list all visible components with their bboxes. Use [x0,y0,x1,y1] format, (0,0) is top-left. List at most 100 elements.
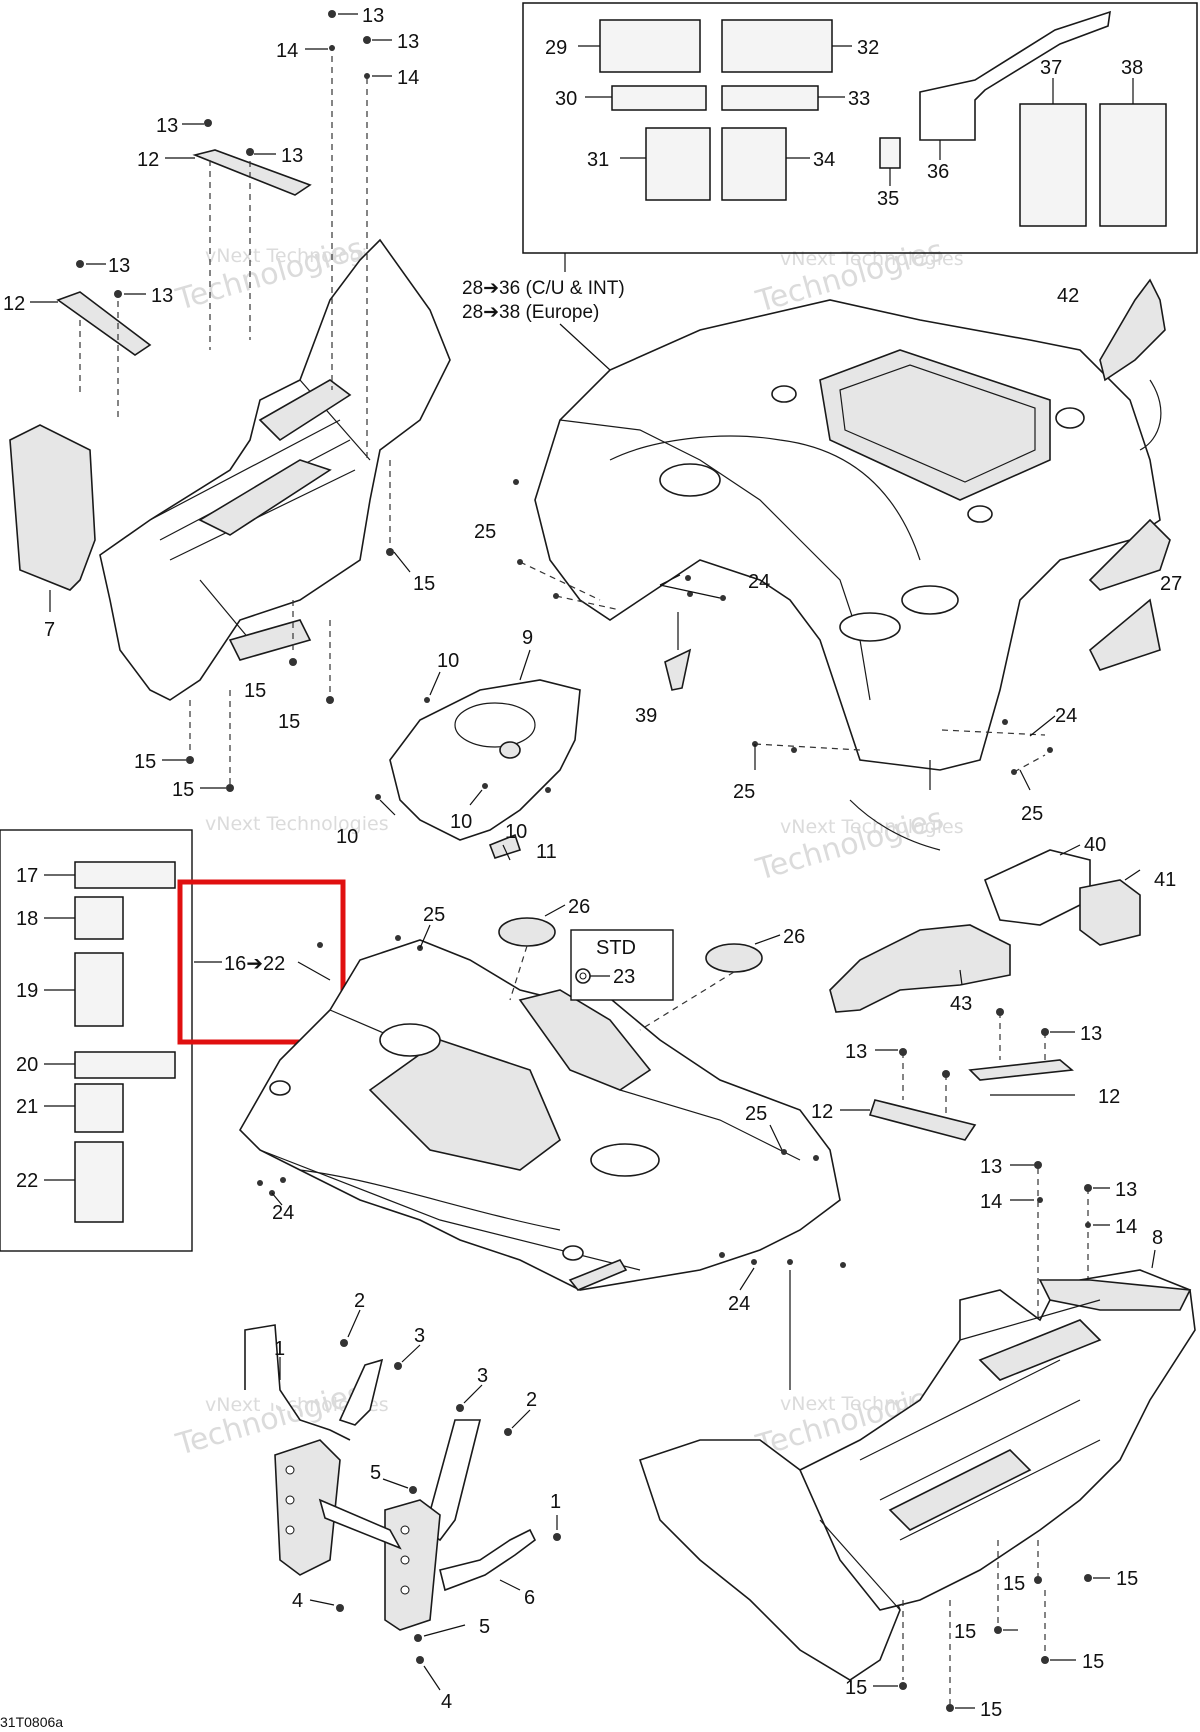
callout-26: 26 [783,926,805,948]
range-note-europe: 28➔38 (Europe) [462,302,599,323]
watermark-text: Technologies [752,801,948,888]
callout-4: 4 [292,1590,303,1612]
callout-15: 15 [954,1621,976,1643]
std-box [570,929,674,1001]
part-27-cover [1089,598,1161,671]
callout-13: 13 [980,1156,1002,1178]
decal-34 [721,127,787,201]
callout-10: 10 [450,811,472,833]
front-storage-parts: 40 41 43 [829,760,1176,1015]
watermark-text: vNext Technologies [780,816,964,838]
footrest-12-upper [192,149,312,196]
part-26-cap [498,917,556,947]
callout-9: 9 [522,627,533,649]
callout-20: 20 [16,1054,38,1076]
callout-16-22: 16➔22 [224,953,285,975]
callout-25: 25 [474,521,496,543]
callout-24: 24 [272,1202,294,1224]
callout-1: 1 [550,1491,561,1513]
decal-32 [721,19,833,73]
callout-10: 10 [336,826,358,848]
right-footwell-fender: 8 15 15 15 15 15 15 [638,1227,1196,1721]
rear-bumper-assembly: 1 2 3 3 2 5 4 5 4 1 6 [244,1290,561,1713]
left-footwell-fender: 7 [9,238,451,701]
part-11-bracket [488,833,522,859]
footrest-12-right-upper [968,1059,1074,1081]
callout-5: 5 [370,1462,381,1484]
decal-19 [74,952,124,1027]
callout-30: 30 [555,88,577,110]
right-footrests: 13 13 12 12 13 14 13 14 [811,1008,1137,1380]
decal-36 [919,10,1111,141]
std-label: STD [596,937,636,959]
left-footrests: 13 13 12 13 13 12 13 13 14 14 [3,5,419,460]
callout-25: 25 [423,904,445,926]
decal-18 [74,896,124,940]
left-fasteners-15: 15 15 15 15 15 [134,460,435,801]
rear-rack-opening [518,989,652,1091]
decal-35 [879,137,901,169]
part-7-body [99,238,451,701]
callout-2: 2 [526,1389,537,1411]
callout-14: 14 [276,40,298,62]
part-42-deflector [1099,278,1166,382]
callout-34: 34 [813,149,835,171]
decal-17 [74,861,176,889]
watermark-text: vNext Technologies [205,245,389,267]
callout-12: 12 [137,149,159,171]
callout-32: 32 [857,37,879,59]
callout-14: 14 [980,1191,1002,1213]
callout-12: 12 [1098,1086,1120,1108]
callout-10: 10 [505,821,527,843]
decal-22 [74,1141,124,1223]
decal-box-frame [522,2,1198,254]
decal-20 [74,1051,176,1079]
callout-41: 41 [1154,869,1176,891]
callout-22: 22 [16,1170,38,1192]
callout-8: 8 [1152,1227,1163,1249]
decal-38 [1099,103,1167,227]
callout-31: 31 [587,149,609,171]
callout-13: 13 [1115,1179,1137,1201]
callout-42: 42 [1057,285,1079,307]
callout-25: 25 [745,1103,767,1125]
callout-37: 37 [1040,57,1062,79]
callout-36: 36 [927,161,949,183]
callout-10: 10 [437,650,459,672]
part-8-body [798,1269,1196,1611]
decal-21 [74,1083,124,1133]
callout-14: 14 [397,67,419,89]
part-2-strut [338,1358,384,1426]
callout-25: 25 [1021,803,1043,825]
callout-15: 15 [172,779,194,801]
callout-7: 7 [44,619,55,641]
callout-1: 1 [274,1338,285,1360]
callout-23: 23 [613,966,635,988]
rear-body-panel: 26 26 STD 23 25 24 25 24 [239,896,846,1390]
decal-set-box: 29 32 30 33 31 34 35 36 37 38 [522,2,1198,254]
callout-40: 40 [1084,834,1106,856]
callout-11: 11 [536,841,557,863]
callout-15: 15 [1116,1568,1138,1590]
callout-13: 13 [108,255,130,277]
range-note-cu-int: 28➔36 (C/U & INT) [462,278,625,299]
callout-17: 17 [16,865,38,887]
light-lens [1088,518,1171,591]
decal-33 [721,85,819,111]
callout-12: 12 [3,293,25,315]
callout-15: 15 [980,1699,1002,1721]
part-40-tray [983,849,1091,926]
callout-33: 33 [848,88,870,110]
callout-3: 3 [414,1325,425,1347]
callout-13: 13 [281,145,303,167]
callout-43: 43 [950,993,972,1015]
callout-14: 14 [1115,1216,1137,1238]
callout-24: 24 [728,1293,750,1315]
part-26-cap [705,943,763,973]
front-storage-compartment [819,349,1051,501]
callout-13: 13 [397,31,419,53]
part-5-bracket-right [384,1499,441,1631]
callout-19: 19 [16,980,38,1002]
callout-15: 15 [845,1677,867,1699]
